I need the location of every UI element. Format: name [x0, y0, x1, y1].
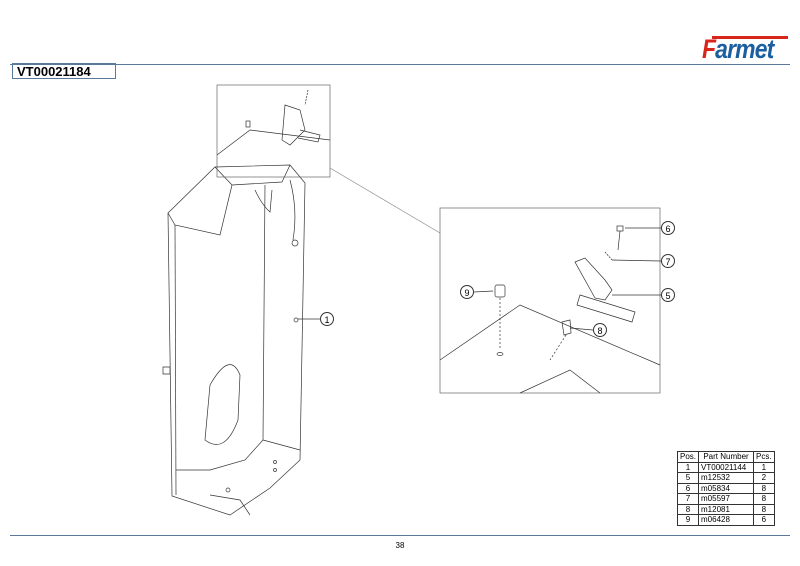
detail-inset-small	[216, 84, 331, 178]
header-rule	[10, 64, 790, 65]
col-pos: Pos.	[676, 451, 700, 463]
footer-rule	[10, 535, 790, 536]
housing-part	[162, 164, 306, 516]
callout-5: 5	[661, 288, 675, 302]
callout-9: 9	[460, 285, 474, 299]
detail-leader	[329, 167, 441, 234]
inset-small-parts	[216, 89, 331, 156]
callout-leaders	[298, 227, 662, 331]
page-number: 38	[395, 541, 405, 550]
callout-6: 6	[661, 221, 675, 235]
logo-bar	[712, 36, 788, 39]
callout-7: 7	[661, 254, 675, 268]
table-header: Pos. Part Number Pcs.	[676, 451, 775, 463]
farmet-logo: Farmet	[702, 34, 774, 64]
col-part-number: Part Number	[698, 451, 755, 463]
detail-inset-large	[439, 207, 661, 394]
inset-large-parts	[439, 225, 661, 394]
drawing-title: VT00021184	[12, 63, 116, 79]
callout-1: 1	[320, 312, 334, 326]
callout-8: 8	[593, 323, 607, 337]
col-pcs: Pcs.	[753, 451, 775, 463]
